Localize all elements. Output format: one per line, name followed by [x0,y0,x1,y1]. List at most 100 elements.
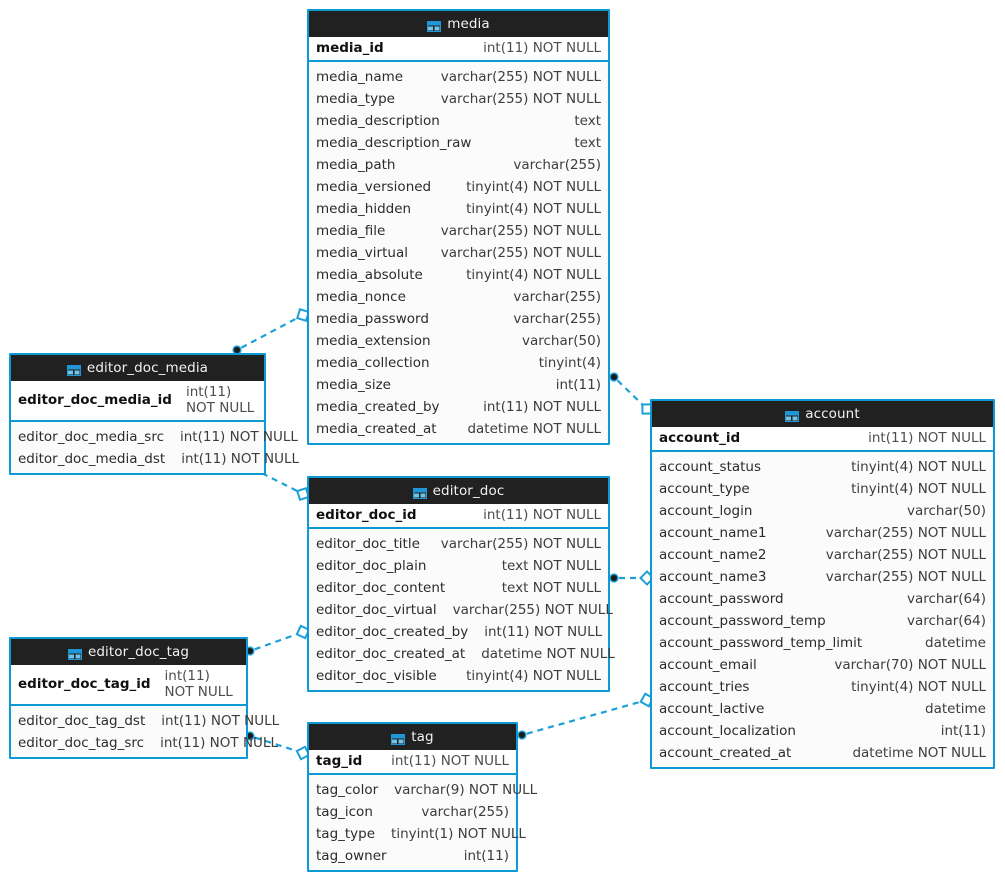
entity-title: media [447,16,490,32]
entity-title: tag [411,729,434,745]
primary-key-row: tag_id int(11) NOT NULL [309,750,516,775]
column-name: editor_doc_virtual [316,602,437,618]
column-name: editor_doc_created_at [316,646,466,662]
column-name: account_type [659,481,750,497]
column-name: media_password [316,311,429,327]
entity-header-media: media [309,11,608,37]
column-name: account_name1 [659,525,767,541]
entity-editor-doc-media[interactable]: editor_doc_media editor_doc_media_id int… [9,353,299,475]
column-name: media_extension [316,333,431,349]
column-name: editor_doc_id [316,507,417,523]
entity-media[interactable]: media media_id int(11) NOT NULL media_na… [307,9,610,445]
column-type: varchar(64) [906,613,986,629]
column-name: editor_doc_visible [316,668,437,684]
column-type: varchar(50) [521,333,601,349]
column-name: account_localization [659,723,796,739]
entity-header-editor-doc-tag: editor_doc_tag [11,639,246,665]
column-type: datetime NOT NULL [481,646,615,662]
column-name: media_created_by [316,399,440,415]
column-name: media_path [316,157,396,173]
entity-title: editor_doc [432,483,505,499]
column-name: media_versioned [316,179,432,195]
column-name: account_password_temp [659,613,826,629]
field-row: media_description_raw text [309,132,608,154]
column-type: datetime NOT NULL [852,745,986,761]
column-type: int(11) NOT NULL [181,451,300,467]
column-name: media_collection [316,355,430,371]
column-name: editor_doc_tag_id [18,676,151,692]
field-row: media_extension varchar(50) [309,330,608,352]
column-name: account_id [659,430,741,446]
entity-header-tag: tag [309,724,516,750]
column-type: int(11) NOT NULL [483,399,601,415]
column-type: tinyint(4) NOT NULL [466,179,601,195]
column-name: media_virtual [316,245,408,261]
column-name: tag_owner [316,848,387,864]
relationship-line [526,700,641,735]
column-type: int(11) NOT NULL [185,384,255,416]
field-row: account_password_temp varchar(64) [652,610,993,632]
entity-header-account: account [652,401,993,427]
column-type: tinyint(4) NOT NULL [851,459,986,475]
column-type: varchar(255) [513,289,601,305]
column-name: account_password [659,591,784,607]
table-icon [427,20,442,32]
column-name: media_hidden [316,201,412,217]
relationship-editor_doc_tag-to-editor_doc [245,624,311,656]
entity-editor-doc-tag[interactable]: editor_doc_tag editor_doc_tag_id int(11)… [9,637,279,759]
column-type: datetime [925,635,986,651]
column-type: tinyint(4) [538,355,601,371]
column-name: account_tries [659,679,750,695]
column-type: varchar(255) NOT NULL [440,245,601,261]
column-name: editor_doc_title [316,536,420,552]
primary-key-row: account_id int(11) NOT NULL [652,427,993,452]
column-name: tag_icon [316,804,373,820]
entity-title: editor_doc_tag [87,644,189,660]
column-type: tinyint(4) NOT NULL [466,668,601,684]
column-name: tag_type [316,826,376,842]
column-name: media_size [316,377,391,393]
entity-editor-doc[interactable]: editor_doc editor_doc_id int(11) NOT NUL… [307,476,615,692]
table-icon [67,648,82,660]
entity-title: account [805,406,860,422]
relationship-tag-to-account [517,692,655,740]
column-type: varchar(255) NOT NULL [452,602,613,618]
column-type: int(11) NOT NULL [484,624,603,640]
column-name: account_created_at [659,745,792,761]
entity-account[interactable]: account account_id int(11) NOT NULL acco… [650,399,995,769]
column-name: media_description_raw [316,135,472,151]
column-type: varchar(9) NOT NULL [394,782,538,798]
column-type: text [574,135,601,151]
column-type: varchar(255) [421,804,509,820]
column-type: varchar(255) NOT NULL [440,223,601,239]
column-name: editor_doc_plain [316,558,427,574]
field-row: account_created_at datetime NOT NULL [652,742,993,764]
relationship-media-to-account [609,372,653,415]
column-name: editor_doc_content [316,580,446,596]
column-name: account_password_temp_limit [659,635,863,651]
column-name: tag_id [316,753,363,769]
